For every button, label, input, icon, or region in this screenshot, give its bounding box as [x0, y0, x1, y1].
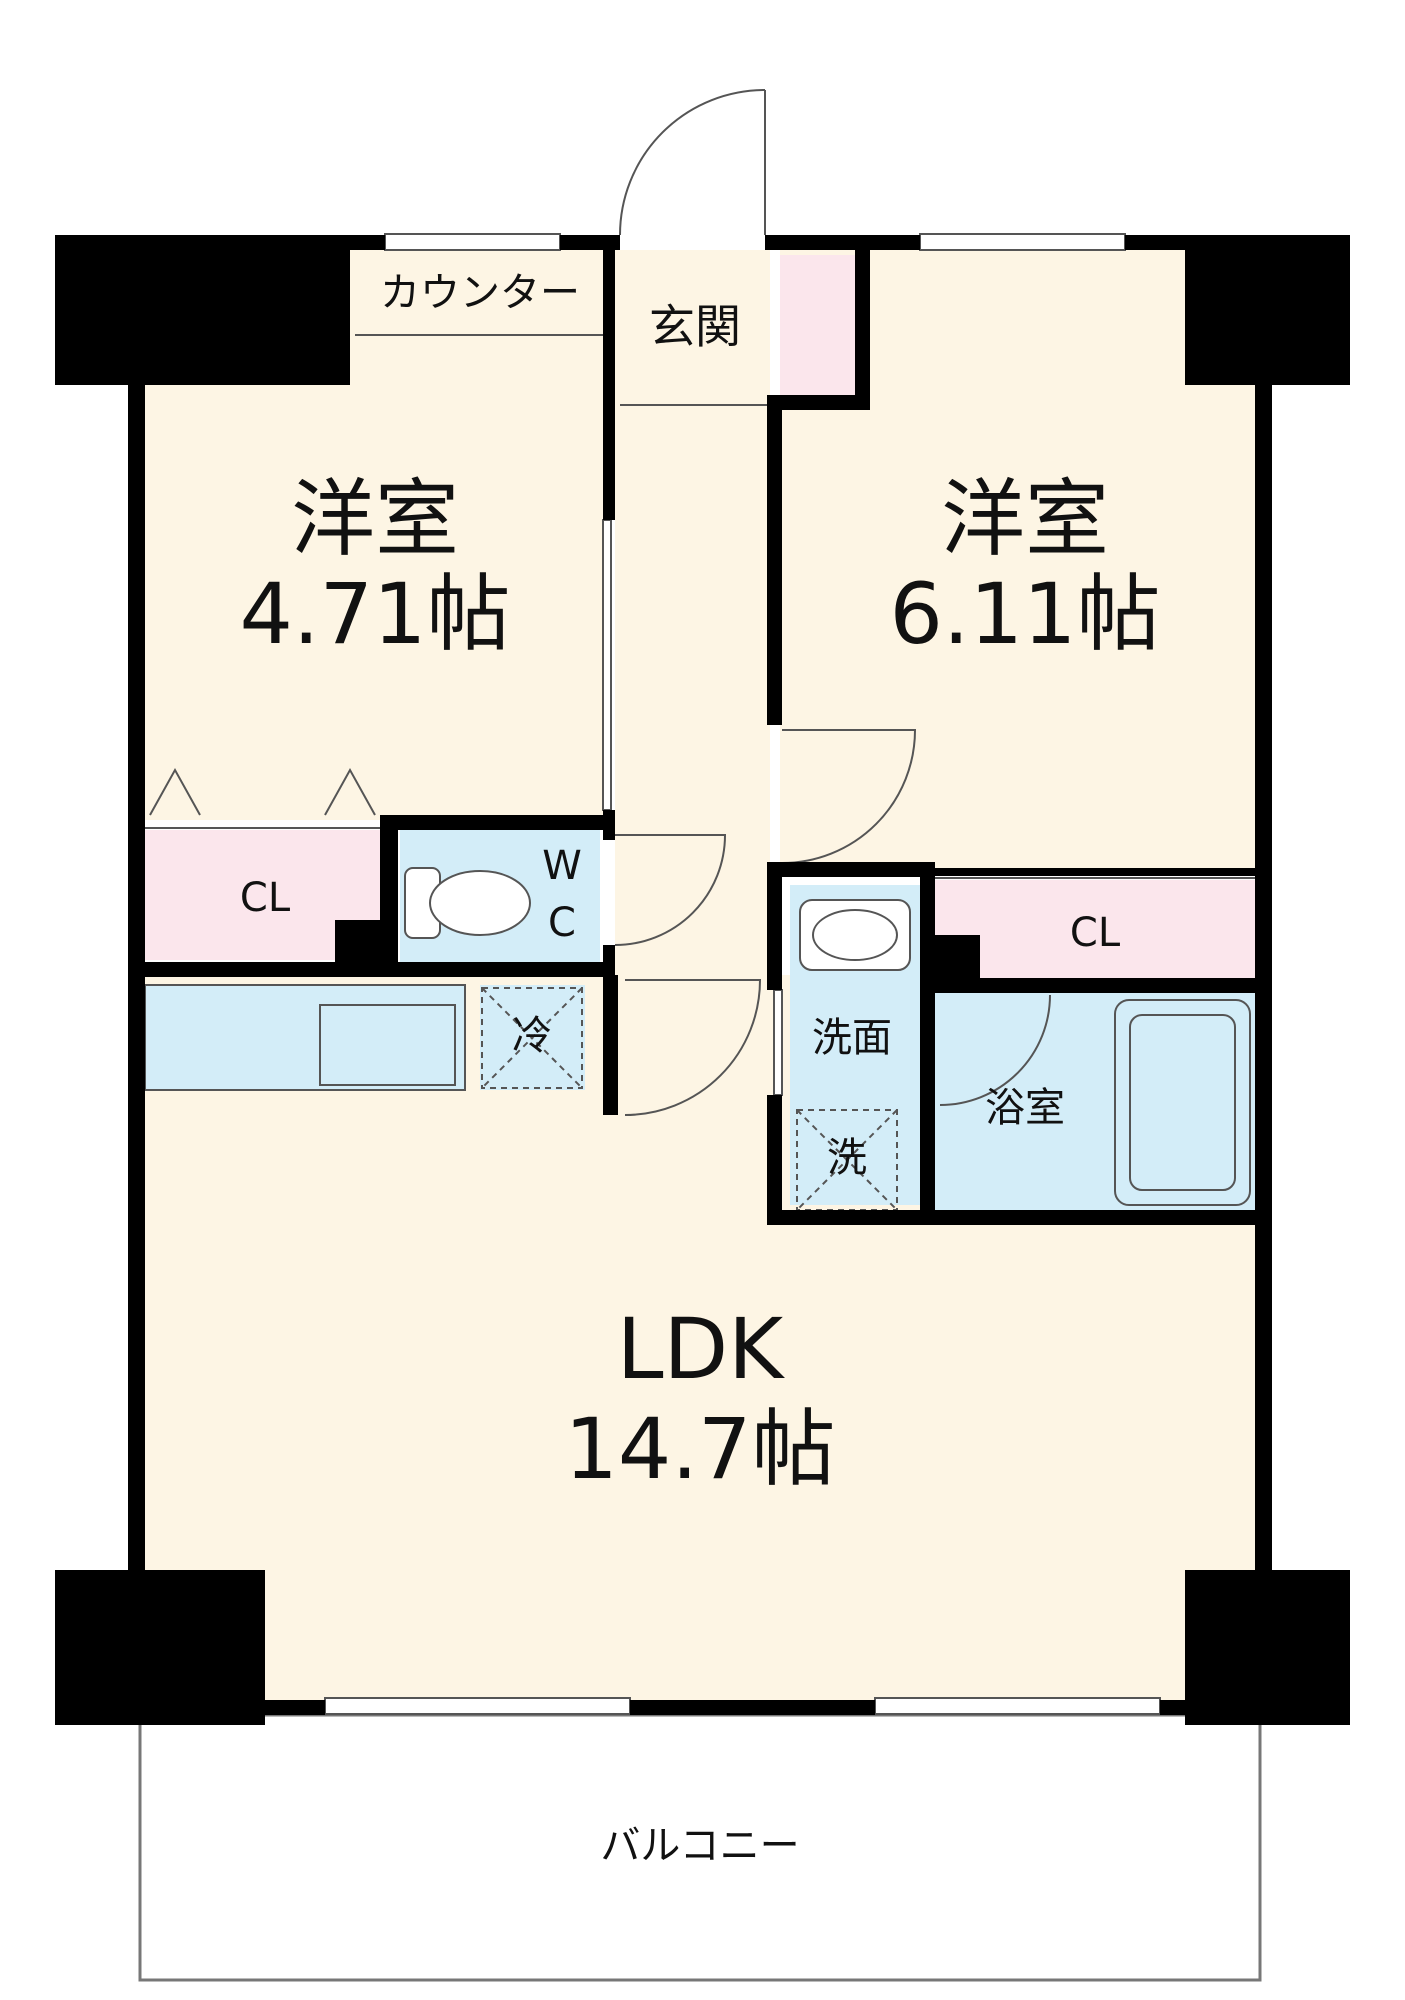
balcony-floor [138, 1713, 1262, 1982]
ldk-door [624, 979, 762, 1116]
label-counter: カウンター [380, 270, 580, 316]
window-bottom-left [324, 1697, 631, 1715]
wall-wet-bottom [767, 1210, 1272, 1225]
bathtub [1114, 999, 1251, 1206]
wash-basin-bowl [812, 909, 898, 961]
wall-cl-right-left [920, 862, 935, 982]
sliding-door-washroom [773, 989, 783, 1096]
label-washroom: 洗面 [812, 1015, 892, 1061]
wall-hall-right-b [767, 863, 782, 990]
wall-toilet-bottom [140, 962, 615, 977]
wall-hall-left-upper [603, 240, 615, 520]
label-closet-left: CL [240, 875, 291, 921]
wall-bottom-b [630, 1700, 875, 1715]
bathtub-inner [1129, 1014, 1236, 1191]
floors [138, 250, 1262, 1982]
pillar-top-right [1185, 235, 1350, 385]
wall-top-a [350, 235, 385, 250]
room-area-western-left: 4.71帖 [239, 565, 510, 663]
label-balcony: バルコニー [600, 1823, 799, 1869]
label-toilet-w: W [542, 843, 582, 889]
label-fridge: 冷 [512, 1013, 552, 1059]
closet-right-floor [935, 880, 1255, 980]
room-area-western-right: 6.11帖 [889, 565, 1160, 663]
wall-right [1255, 385, 1272, 1570]
sink [319, 1004, 456, 1086]
wall-closet-notch [335, 920, 395, 965]
bedroom-right-door [781, 729, 917, 864]
room-name-western-left: 洋室 [291, 470, 459, 568]
floor-hall [615, 250, 770, 980]
closet-left-door-2 [324, 767, 376, 816]
wall-hall-right [767, 395, 782, 725]
toilet-door [614, 834, 727, 946]
toilet-bowl [429, 870, 531, 936]
wall-ldk-partition [603, 975, 618, 1115]
label-washer: 洗 [827, 1135, 867, 1181]
room-name-ldk: LDK [617, 1300, 785, 1398]
wall-bottom-a [265, 1700, 325, 1715]
window-top-left [384, 233, 561, 251]
label-entrance: 玄関 [649, 300, 741, 354]
label-bathroom: 浴室 [985, 1085, 1065, 1131]
floor-counter [355, 250, 605, 335]
wall-left [128, 385, 145, 1570]
labels: 洋室 4.71帖 洋室 6.11帖 LDK 14.7帖 玄関 カウンター CL … [239, 270, 1160, 1869]
pillar-bottom-left [55, 1570, 265, 1725]
fridge-cross-2 [481, 987, 583, 1089]
wall-hall-right-top [855, 240, 870, 410]
wall-bottom-c [1160, 1700, 1185, 1715]
window-bottom-right [874, 1697, 1161, 1715]
wall-cl-right-top [935, 868, 1255, 876]
shoe-cabinet [780, 255, 855, 395]
label-closet-right: CL [1070, 910, 1121, 956]
room-area-ldk: 14.7帖 [564, 1400, 835, 1498]
wall-bath-left [920, 978, 935, 1218]
wall-top-d [1125, 235, 1185, 250]
pillar-bottom-right [1185, 1570, 1350, 1725]
wall-top-c [765, 235, 920, 250]
washer-outline [796, 1109, 898, 1211]
doors [602, 89, 1051, 1116]
wall-right-rooms-top [767, 862, 932, 877]
walls [55, 235, 1350, 1725]
bathroom-door [939, 994, 1051, 1106]
pillar-top-left [55, 235, 350, 385]
label-toilet-c: C [548, 900, 576, 946]
fixtures [145, 233, 1255, 1715]
wall-cl-notch [935, 935, 980, 980]
wall-cl-right-bottom [920, 978, 1270, 993]
room-name-western-right: 洋室 [941, 470, 1109, 568]
wall-closet-top [385, 815, 615, 830]
fridge-outline [481, 987, 583, 1089]
sliding-door-left [602, 519, 612, 811]
wall-hall-right-step [770, 395, 870, 410]
washer-cross-2 [796, 1109, 898, 1211]
entrance-door [619, 89, 766, 236]
window-top-right [919, 233, 1126, 251]
wall-toilet-right [603, 945, 615, 975]
closet-left-door-1 [149, 767, 201, 816]
wall-hall-right-c [767, 1095, 782, 1220]
floor-ldk-left [140, 1090, 780, 1200]
